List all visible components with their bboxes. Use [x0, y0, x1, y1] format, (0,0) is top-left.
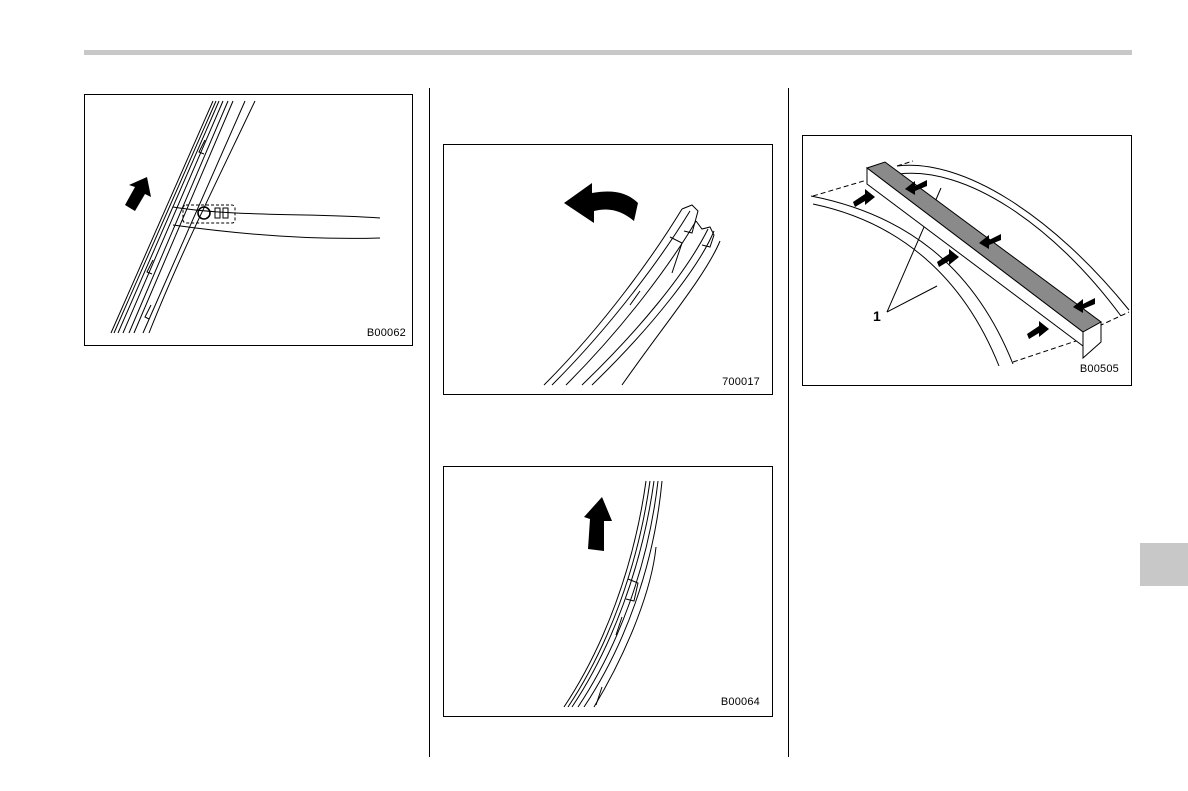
figure-id-label: B00064: [721, 696, 760, 708]
column-divider-left: [429, 88, 430, 757]
callout-number: 1: [873, 308, 881, 324]
wiper-arm-release-icon: [85, 95, 413, 346]
figure-wiper-arm-release: B00062: [84, 94, 413, 346]
column-divider-right: [788, 88, 789, 757]
retainer-insertion-icon: [803, 136, 1132, 386]
figure-id-label: B00062: [367, 327, 406, 339]
section-tab: [1140, 543, 1188, 586]
figure-id-label: 700017: [722, 376, 760, 388]
figure-blade-rubber-slide: B00064: [443, 466, 773, 717]
figure-blade-rubber-removal: 700017: [443, 144, 773, 395]
figure-id-label: B00505: [1080, 363, 1119, 375]
blade-rubber-slide-icon: [444, 467, 773, 717]
header-rule: [84, 50, 1132, 55]
figure-retainer-insertion: 1 B00505: [802, 135, 1132, 386]
blade-rubber-removal-icon: [444, 145, 773, 395]
